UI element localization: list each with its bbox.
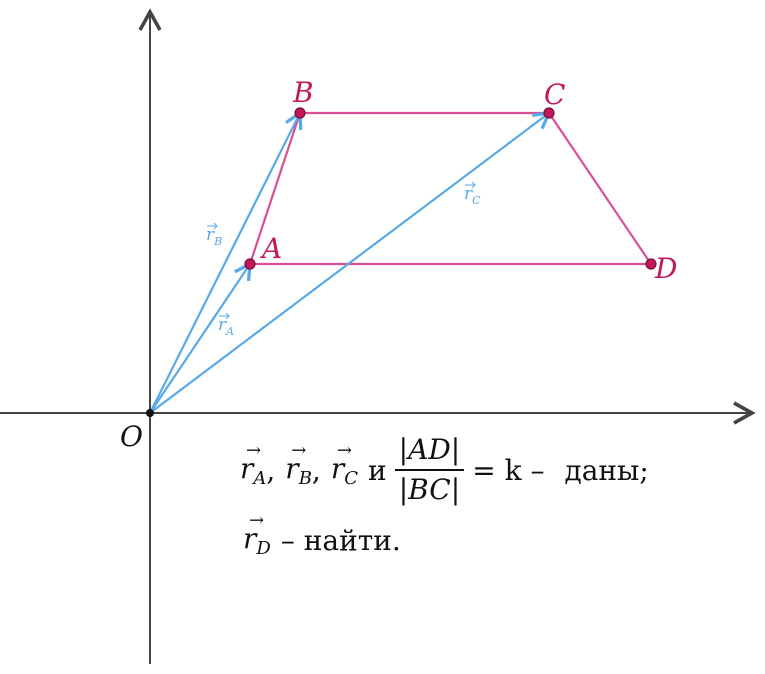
label-rb: rB (206, 222, 222, 248)
given-ra: →rA (240, 439, 267, 489)
point-a (244, 258, 256, 270)
trapezoid-abcd (248, 111, 654, 266)
fraction-numerator: |AD| (394, 431, 465, 471)
label-d: D (654, 252, 677, 285)
vector-rc (149, 113, 549, 414)
given-statement: →rA, →rB, →rC и |AD| |BC| = k – даны; (240, 425, 649, 515)
equals-k: = k – (472, 453, 545, 487)
label-rc: rC (464, 181, 481, 207)
find-rd: →rD (243, 510, 271, 559)
svg-text:rC: rC (464, 184, 481, 207)
given-word: даны; (564, 453, 649, 487)
find-word: – найти. (280, 524, 401, 557)
label-o: O (120, 420, 143, 453)
ratio-fraction: |AD| |BC| (394, 431, 465, 509)
conjunction: и (368, 453, 387, 487)
point-o (146, 409, 154, 417)
svg-text:rA: rA (218, 315, 234, 338)
vector-ra (149, 264, 250, 414)
fraction-denominator: |BC| (398, 473, 461, 506)
given-rb: →rB (285, 439, 312, 489)
label-ra: rA (218, 312, 234, 338)
label-b: B (292, 76, 314, 109)
point-d (645, 258, 657, 270)
find-statement: →rD – найти. (243, 510, 401, 559)
vector-rb (149, 113, 300, 414)
point-b (294, 107, 306, 119)
label-a: A (259, 232, 282, 265)
point-c (543, 107, 555, 119)
label-c: C (544, 78, 565, 111)
given-rc: →rC (330, 439, 358, 489)
svg-text:rB: rB (206, 225, 222, 248)
